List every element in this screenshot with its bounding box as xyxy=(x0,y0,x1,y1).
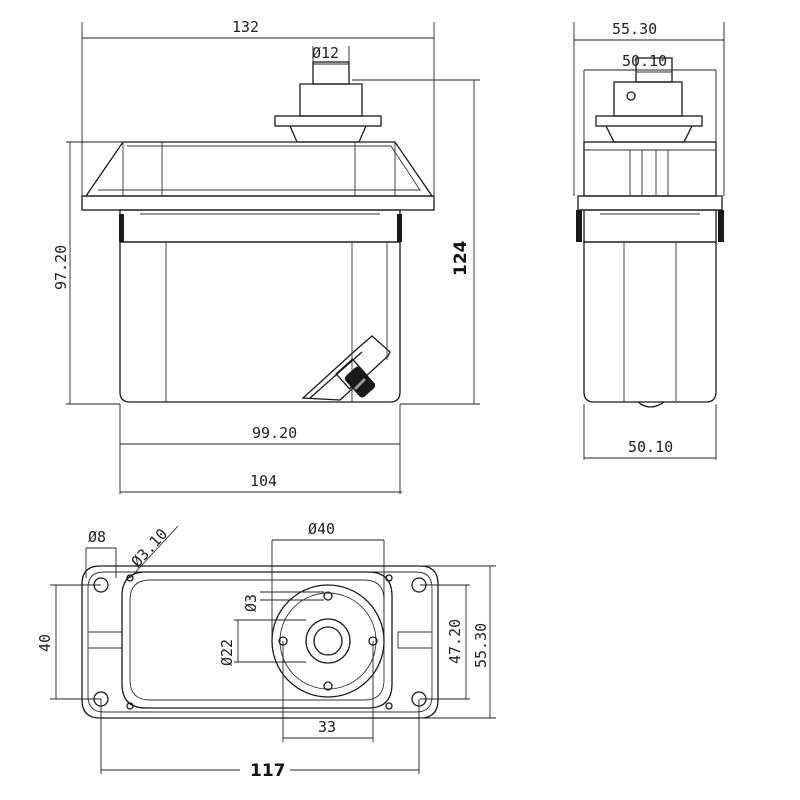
lower-case xyxy=(119,241,401,403)
horn-center xyxy=(305,618,351,664)
side-band xyxy=(583,209,717,243)
mid-band xyxy=(119,209,401,243)
dim-side-depth: 55.30 xyxy=(612,20,657,38)
horn-plate xyxy=(274,115,382,127)
dim-left-height: 40 xyxy=(36,634,54,652)
output-shaft xyxy=(312,61,350,85)
side-dimensions: 55.30 50.10 50.10 xyxy=(573,20,725,460)
front-view xyxy=(81,61,435,403)
mounting-flange xyxy=(81,195,435,211)
side-view xyxy=(576,57,724,408)
horn-collar xyxy=(289,125,367,143)
dim-shaft-diameter: Ø12 xyxy=(312,44,339,62)
cable-gland xyxy=(301,335,391,401)
dim-side-flange: 50.10 xyxy=(622,52,667,70)
dim-overall-height: 124 xyxy=(451,240,471,276)
dim-case-width: 104 xyxy=(250,472,277,490)
bottom-view xyxy=(81,565,439,719)
dim-horn-diameter: Ø40 xyxy=(308,520,335,538)
dim-mount-span: 117 xyxy=(250,761,286,781)
dim-inner-height: 47.20 xyxy=(446,619,464,664)
dim-overall-height-bottom: 55.30 xyxy=(472,623,490,668)
upper-case xyxy=(84,141,434,197)
dim-small-hole: Ø3.10 xyxy=(128,525,172,571)
dim-side-case: 50.10 xyxy=(628,438,673,456)
side-horn-plate xyxy=(595,115,703,127)
side-flange xyxy=(577,195,723,211)
bottom-inner-case xyxy=(121,571,393,709)
front-dimensions: 132 Ø12 97.20 124 99.20 104 xyxy=(52,18,480,494)
dim-hole-diameter: Ø8 xyxy=(88,528,106,546)
horn-hub xyxy=(299,83,363,117)
horn-disk xyxy=(271,584,385,698)
dim-screw: Ø3 xyxy=(242,594,260,612)
side-lower-case xyxy=(583,241,717,403)
dim-overall-width: 132 xyxy=(232,18,259,36)
dim-pitch-diameter: Ø22 xyxy=(218,639,236,666)
dim-inner-width: 99.20 xyxy=(252,424,297,442)
dim-horn-span: 33 xyxy=(318,718,336,736)
dim-body-height: 97.20 xyxy=(52,245,70,290)
side-hub xyxy=(613,81,683,117)
bottom-dimensions: Ø8 Ø3.10 Ø40 Ø3 Ø22 40 47.20 55.30 xyxy=(36,520,496,781)
